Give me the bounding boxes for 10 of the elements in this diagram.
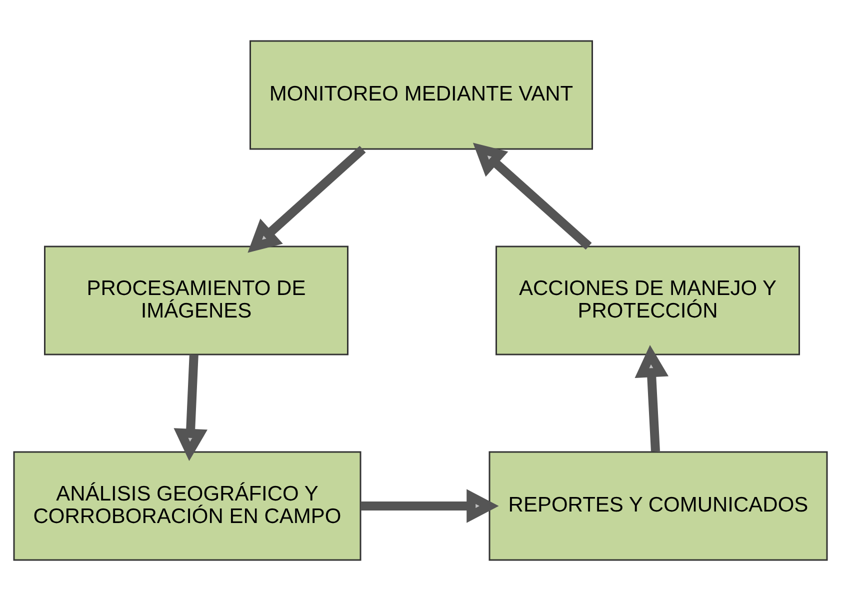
node-box: REPORTES Y COMUNICADOS xyxy=(488,450,828,560)
node-box: ANÁLISIS GEOGRÁFICO Y CORROBORACIÓN EN CAMPO xyxy=(13,450,362,560)
node-box: PROCESAMIENTO DE IMÁGENES xyxy=(44,245,348,355)
arrow xyxy=(360,488,499,522)
node-box: MONITOREO MEDIANTE VANT xyxy=(250,40,593,150)
arrow xyxy=(634,344,669,452)
arrow xyxy=(174,354,208,461)
node-box: ACCIONES DE MANEJO Y PROTECCIÓN xyxy=(496,245,800,355)
arrow xyxy=(472,142,592,250)
arrow xyxy=(248,145,366,252)
